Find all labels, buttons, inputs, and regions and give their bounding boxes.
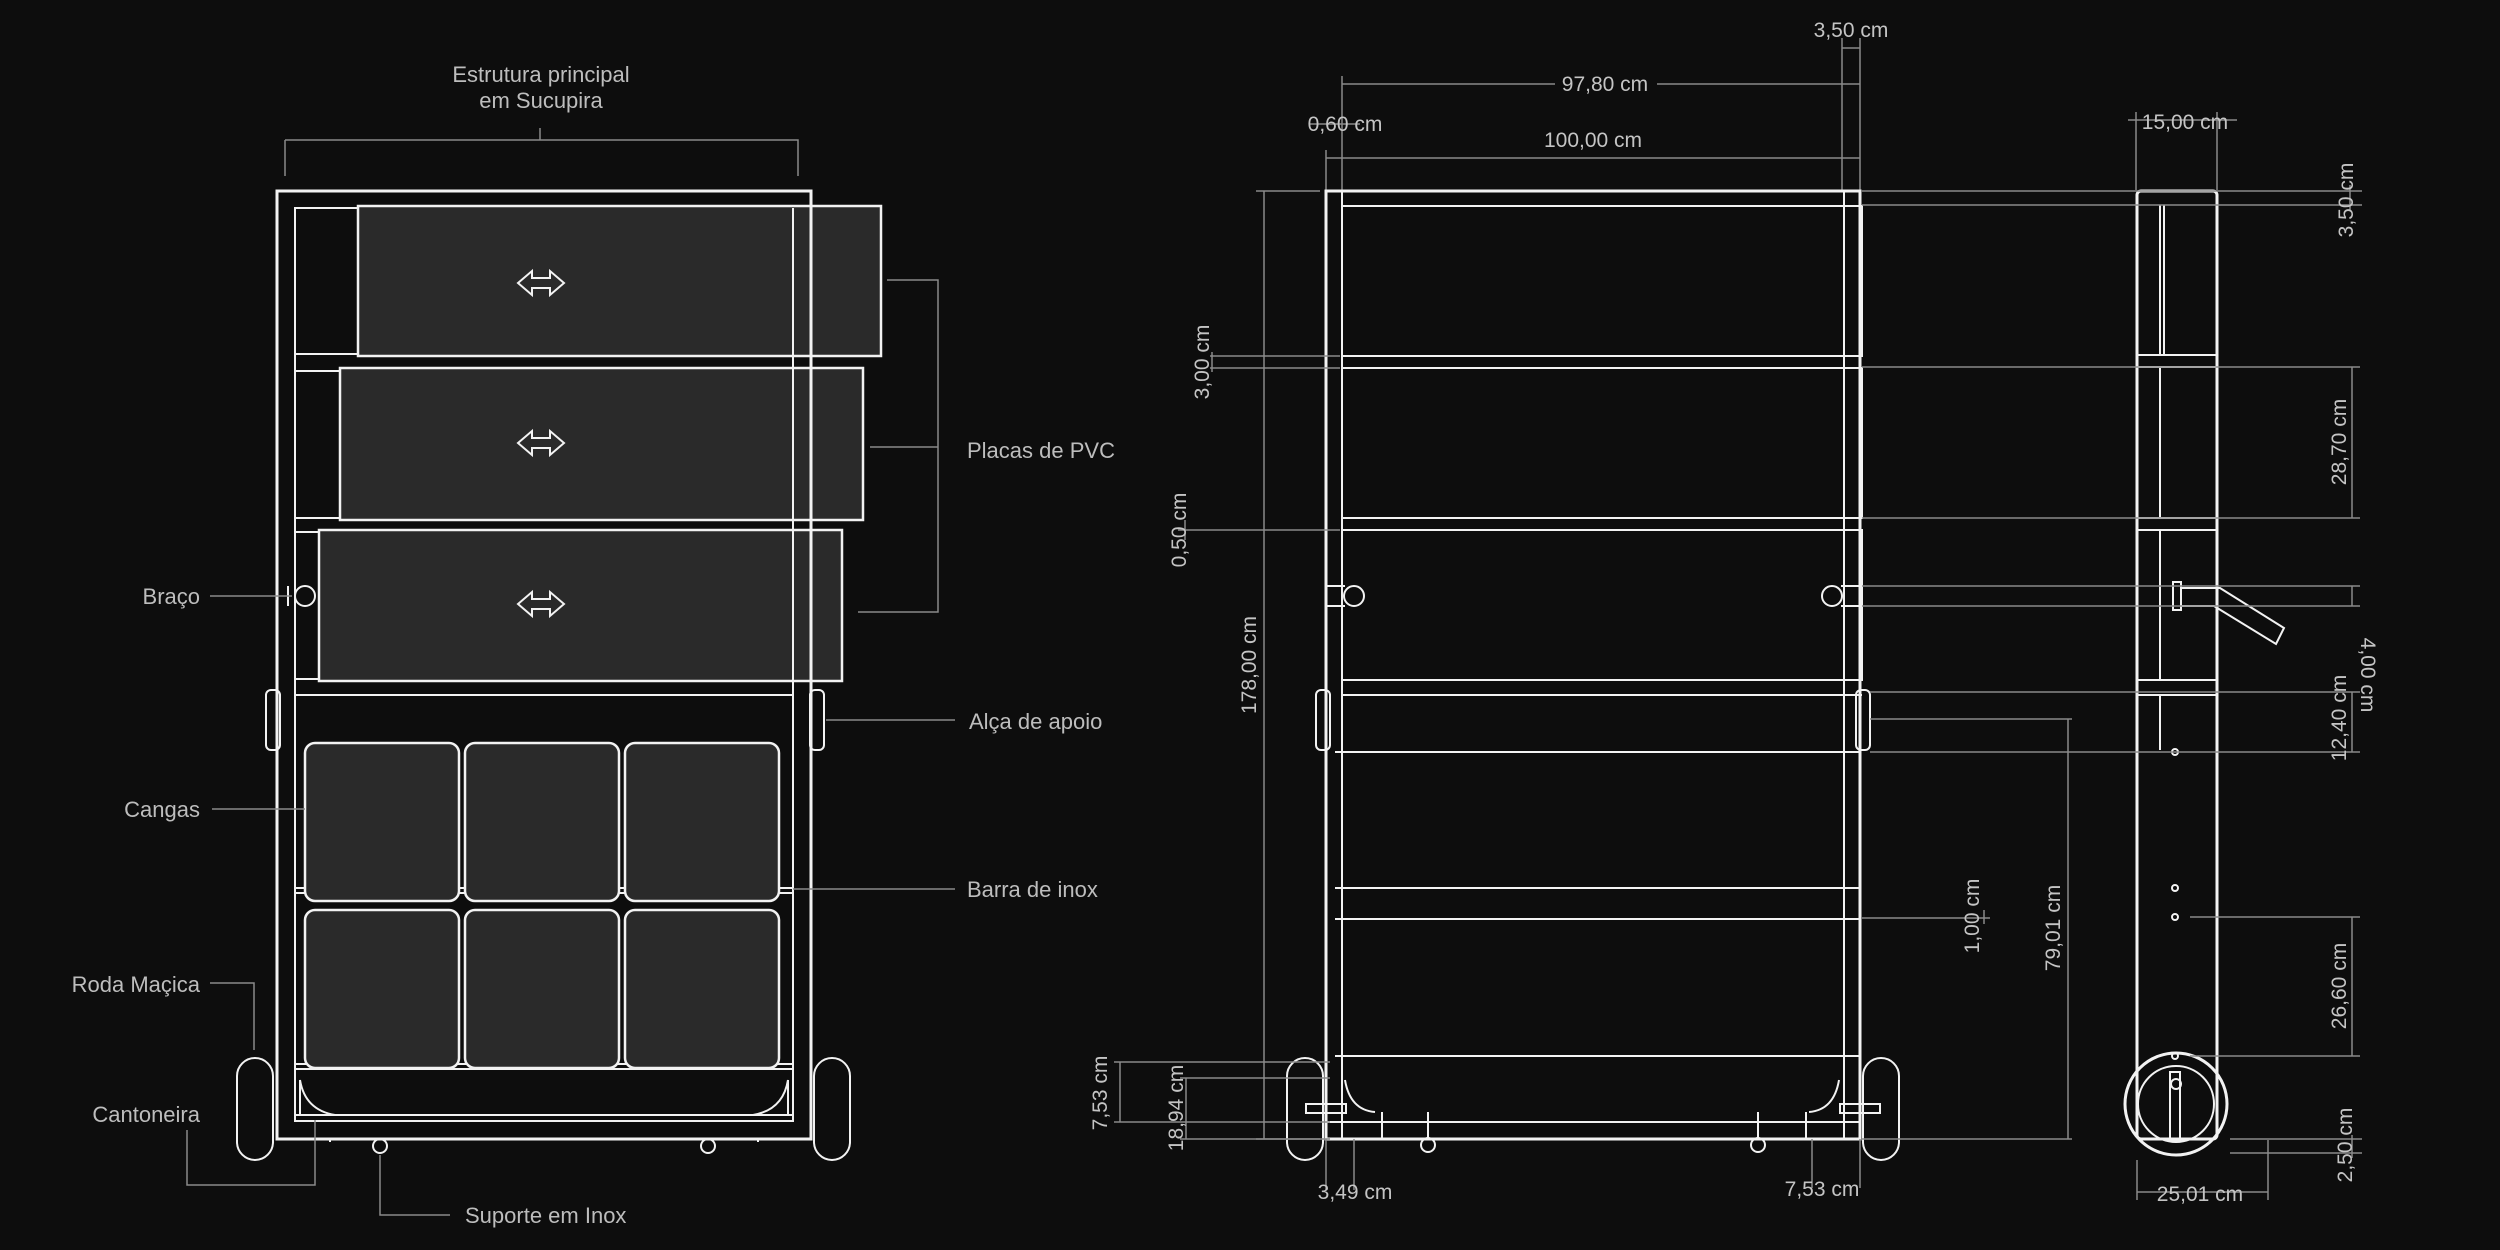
- canga: [303, 741, 461, 903]
- dim-100-00: 100,00 cm: [1544, 129, 1642, 152]
- dim-18-94: 18,94 cm: [1165, 1065, 1188, 1151]
- dim-1-00: 1,00 cm: [1961, 879, 1984, 954]
- dim-3-50-top: 3,50 cm: [1814, 19, 1889, 42]
- dim-7-53-left: 7,53 cm: [1089, 1056, 1112, 1131]
- pvc-plate-3: [317, 528, 844, 683]
- elevation-view: 3,50 cm 97,80 cm 0,60 cm 100,00 cm: [1089, 19, 2072, 1204]
- angle-bracket-left: [299, 1079, 336, 1116]
- arm-ring: [294, 585, 316, 607]
- side-frame: [2135, 189, 2219, 1141]
- dim-25-01: 25,01 cm: [2157, 1183, 2243, 1206]
- label-pvc-plates: Placas de PVC: [967, 438, 1115, 463]
- canga: [463, 908, 621, 1070]
- pvc-plate-2: [338, 366, 865, 522]
- label-inox-support: Suporte em Inox: [465, 1203, 626, 1228]
- support-handle-right: [809, 689, 825, 751]
- label-support-handle: Alça de apoio: [969, 709, 1102, 734]
- dim-178-00: 178,00 cm: [1238, 616, 1261, 714]
- dim-0-50: 0,50 cm: [1168, 493, 1191, 568]
- side-arm: [2180, 587, 2286, 646]
- dim-3-00: 3,00 cm: [1191, 325, 1214, 400]
- side-view: 15,00 cm 3,50 cm 28,70 cm 4,00 cm: [1862, 111, 2379, 1206]
- canga: [623, 908, 781, 1070]
- dim-28-70: 28,70 cm: [2328, 399, 2351, 485]
- dim-3-49: 3,49 cm: [1318, 1181, 1393, 1204]
- angle-bracket-right: [752, 1079, 789, 1116]
- support-handle-left: [265, 689, 281, 751]
- label-inox-bar: Barra de inox: [967, 877, 1098, 902]
- dim-12-40: 12,40 cm: [2328, 675, 2351, 761]
- dim-0-60: 0,60 cm: [1308, 113, 1383, 136]
- elevation-frame: [1324, 189, 1862, 1141]
- double-arrow-icon: [516, 268, 566, 298]
- side-wheel: [2123, 1051, 2229, 1157]
- dim-4-00: 4,00 cm: [2356, 638, 2379, 713]
- label-cangas: Cangas: [124, 797, 200, 822]
- dim-3-50-right: 3,50 cm: [2335, 163, 2358, 238]
- dim-15-00: 15,00 cm: [2142, 111, 2228, 134]
- canga: [463, 741, 621, 903]
- label-main-structure-2: em Sucupira: [479, 88, 603, 113]
- label-solid-wheel: Roda Maçica: [72, 972, 201, 997]
- inox-support: [700, 1138, 716, 1154]
- double-arrow-icon: [516, 589, 566, 619]
- inox-support: [372, 1138, 388, 1154]
- wheel-left: [236, 1057, 274, 1161]
- wheel-right: [813, 1057, 851, 1161]
- dim-7-53-bottom: 7,53 cm: [1785, 1178, 1860, 1201]
- canga: [303, 908, 461, 1070]
- label-arm: Braço: [143, 584, 200, 609]
- dim-26-60: 26,60 cm: [2328, 943, 2351, 1029]
- canga: [623, 741, 781, 903]
- label-angle-bracket: Cantoneira: [92, 1102, 200, 1127]
- pvc-plate-1: [356, 204, 883, 358]
- arm-ring: [1821, 585, 1843, 607]
- dim-2-50: 2,50 cm: [2334, 1108, 2357, 1183]
- front-view: Estrutura principal em Sucupira: [72, 62, 1115, 1228]
- dim-97-80: 97,80 cm: [1562, 73, 1648, 96]
- arm-ring: [1343, 585, 1365, 607]
- double-arrow-icon: [516, 428, 566, 458]
- label-main-structure-1: Estrutura principal: [452, 62, 629, 87]
- dim-79-01: 79,01 cm: [2042, 885, 2065, 971]
